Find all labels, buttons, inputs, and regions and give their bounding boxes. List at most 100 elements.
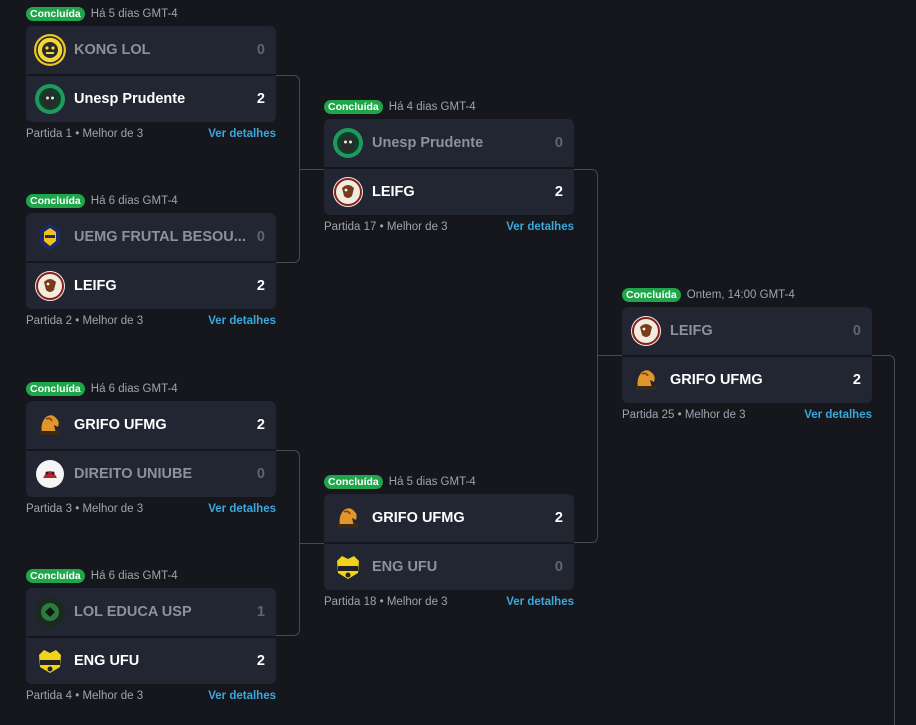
team-score: 2 [852,372,861,388]
team-row[interactable]: LEIFG 2 [324,167,574,215]
status-badge: Concluída [324,475,383,489]
team-logo-icon [630,315,662,347]
match-meta: Concluída Há 6 dias GMT-4 [26,568,276,584]
match-card: Concluída Ontem, 14:00 GMT-4 LEIFG 0 GRI… [622,287,872,423]
team-name: Unesp Prudente [372,135,484,151]
match-card: Concluída Há 5 dias GMT-4 KONG LOL 0 Une… [26,6,276,142]
details-link[interactable]: Ver detalhes [506,596,574,608]
team-logo-icon [332,502,364,534]
match-info: Partida 3 • Melhor de 3 [26,503,144,515]
team-logo-icon [332,176,364,208]
match-info: Partida 18 • Melhor de 3 [324,596,448,608]
details-link[interactable]: Ver detalhes [804,409,872,421]
team-score: 2 [554,510,563,526]
details-link[interactable]: Ver detalhes [208,128,276,140]
status-badge: Concluída [26,194,85,208]
match-teams[interactable]: KONG LOL 0 Unesp Prudente 2 [26,26,276,122]
team-score: 0 [256,42,265,58]
team-name: GRIFO UFMG [670,372,763,388]
team-score: 2 [256,278,265,294]
team-name: GRIFO UFMG [74,417,167,433]
status-badge: Concluída [324,100,383,114]
bracket-connector [300,543,324,544]
team-logo-icon [34,458,66,490]
match-teams[interactable]: GRIFO UFMG 2 DIREITO UNIUBE 0 [26,401,276,497]
match-meta: Concluída Há 6 dias GMT-4 [26,193,276,209]
status-badge: Concluída [26,382,85,396]
match-teams[interactable]: GRIFO UFMG 2 ENG UFU 0 [324,494,574,590]
team-score: 0 [554,559,563,575]
match-time: Há 5 dias GMT-4 [388,476,476,488]
team-name: KONG LOL [74,42,151,58]
details-link[interactable]: Ver detalhes [208,315,276,327]
team-row[interactable]: GRIFO UFMG 2 [324,494,574,542]
match-time: Há 4 dias GMT-4 [388,101,476,113]
team-row[interactable]: DIREITO UNIUBE 0 [26,449,276,497]
team-logo-icon [34,645,66,677]
team-row[interactable]: LEIFG 2 [26,261,276,309]
team-row[interactable]: ENG UFU 0 [324,542,574,590]
team-logo-icon [34,270,66,302]
match-card: Concluída Há 6 dias GMT-4 LOL EDUCA USP … [26,568,276,704]
match-info: Partida 1 • Melhor de 3 [26,128,144,140]
bracket-connector [300,169,324,170]
match-time: Há 5 dias GMT-4 [90,8,178,20]
match-card: Concluída Há 5 dias GMT-4 GRIFO UFMG 2 E… [324,474,574,610]
bracket-connector [276,450,300,636]
match-footer: Partida 4 • Melhor de 3 Ver detalhes [26,690,276,704]
team-row[interactable]: KONG LOL 0 [26,26,276,74]
match-footer: Partida 2 • Melhor de 3 Ver detalhes [26,315,276,329]
match-card: Concluída Há 4 dias GMT-4 Unesp Prudente… [324,99,574,235]
team-logo-icon [34,409,66,441]
team-score: 2 [256,653,265,669]
team-row[interactable]: LOL EDUCA USP 1 [26,588,276,636]
details-link[interactable]: Ver detalhes [208,690,276,702]
match-footer: Partida 1 • Melhor de 3 Ver detalhes [26,128,276,142]
match-time: Há 6 dias GMT-4 [90,195,178,207]
match-info: Partida 2 • Melhor de 3 [26,315,144,327]
match-footer: Partida 3 • Melhor de 3 Ver detalhes [26,503,276,517]
team-row[interactable]: Unesp Prudente 2 [26,74,276,122]
team-logo-icon [34,34,66,66]
status-badge: Concluída [26,7,85,21]
team-row[interactable]: UEMG FRUTAL BESOU... 0 [26,213,276,261]
team-score: 2 [256,417,265,433]
details-link[interactable]: Ver detalhes [208,503,276,515]
team-score: 0 [852,323,861,339]
match-teams[interactable]: LEIFG 0 GRIFO UFMG 2 [622,307,872,403]
team-score: 0 [256,229,265,245]
match-info: Partida 25 • Melhor de 3 [622,409,746,421]
team-logo-icon [34,596,66,628]
match-teams[interactable]: Unesp Prudente 0 LEIFG 2 [324,119,574,215]
team-row[interactable]: GRIFO UFMG 2 [26,401,276,449]
team-name: ENG UFU [74,653,140,669]
details-link[interactable]: Ver detalhes [506,221,574,233]
match-time: Ontem, 14:00 GMT-4 [686,289,795,301]
match-meta: Concluída Há 4 dias GMT-4 [324,99,574,115]
team-name: LOL EDUCA USP [74,604,192,620]
team-row[interactable]: ENG UFU 2 [26,636,276,684]
match-time: Há 6 dias GMT-4 [90,383,178,395]
team-logo-icon [332,551,364,583]
team-logo-icon [332,127,364,159]
match-teams[interactable]: UEMG FRUTAL BESOU... 0 LEIFG 2 [26,213,276,309]
team-logo-icon [34,221,66,253]
bracket-connector [574,169,598,543]
team-row[interactable]: GRIFO UFMG 2 [622,355,872,403]
team-row[interactable]: Unesp Prudente 0 [324,119,574,167]
match-footer: Partida 18 • Melhor de 3 Ver detalhes [324,596,574,610]
team-name: LEIFG [670,323,713,339]
match-card: Concluída Há 6 dias GMT-4 GRIFO UFMG 2 D… [26,381,276,517]
team-score: 0 [554,135,563,151]
match-meta: Concluída Há 6 dias GMT-4 [26,381,276,397]
match-info: Partida 4 • Melhor de 3 [26,690,144,702]
team-row[interactable]: LEIFG 0 [622,307,872,355]
team-name: LEIFG [74,278,117,294]
match-teams[interactable]: LOL EDUCA USP 1 ENG UFU 2 [26,588,276,684]
team-name: DIREITO UNIUBE [74,466,193,482]
team-name: UEMG FRUTAL BESOU... [74,229,246,245]
bracket-connector [598,355,622,356]
team-score: 2 [554,184,563,200]
team-name: LEIFG [372,184,415,200]
team-score: 1 [256,604,265,620]
